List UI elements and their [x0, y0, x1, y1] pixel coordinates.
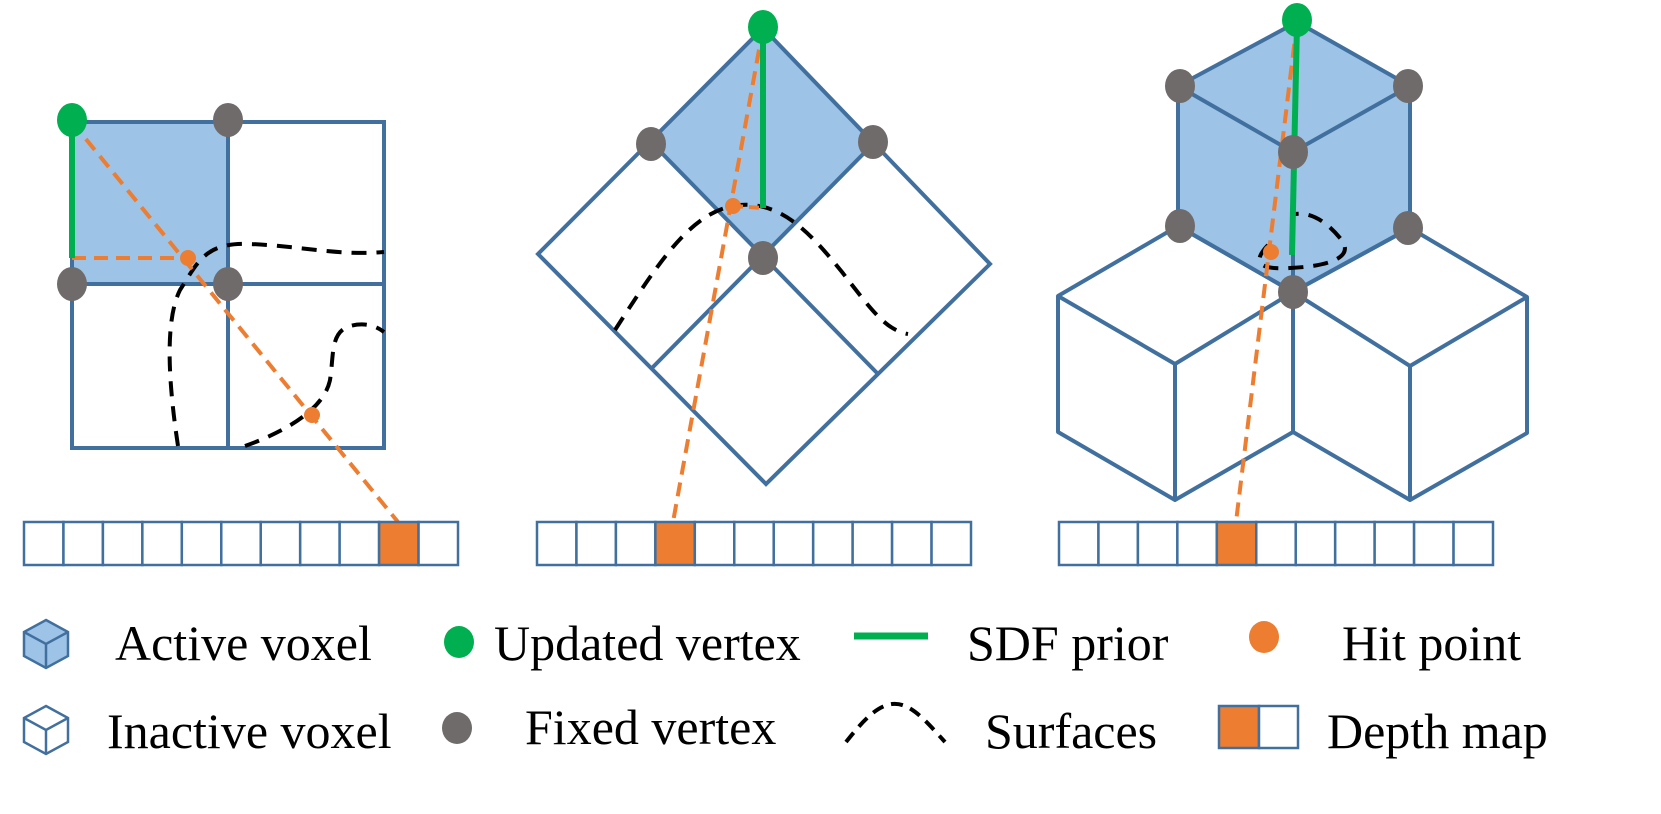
legend: Active voxel Updated vertex SDF prior Hi… [22, 615, 1548, 759]
depth-cell [1097, 520, 1140, 567]
dashed-curve-icon [844, 701, 947, 744]
depth-cell [338, 520, 381, 567]
fixed-vertex [748, 241, 778, 275]
surface-curve [613, 202, 909, 336]
depth-cell [22, 520, 65, 567]
cube-outline-icon [22, 704, 70, 756]
depth-cell [1057, 520, 1100, 567]
legend-label: Active voxel [115, 615, 372, 671]
depth-cell [1294, 520, 1337, 567]
depth-cell [1373, 520, 1416, 567]
fixed-vertex [57, 267, 87, 301]
fixed-vertex [1278, 135, 1308, 169]
depth-map [1057, 520, 1495, 567]
depth-cell [1412, 520, 1455, 567]
fixed-vertex [213, 103, 243, 137]
fixed-vertex [1278, 275, 1308, 309]
fixed-vertex [636, 127, 666, 161]
depth-cell [259, 520, 302, 567]
depth-cell [930, 520, 973, 567]
updated-vertex [57, 103, 87, 137]
legend-inactive-voxel: Inactive voxel [22, 703, 392, 759]
gray-dot-icon [442, 712, 472, 744]
depth-map-icon [1217, 704, 1300, 750]
depth-cell [693, 520, 736, 567]
legend-label: Depth map [1327, 703, 1548, 759]
legend-label: Inactive voxel [107, 703, 392, 759]
hit-point [1263, 244, 1279, 260]
depth-cell [772, 520, 815, 567]
legend-label: SDF prior [967, 615, 1169, 671]
depth-cell [811, 520, 854, 567]
depth-cell [851, 520, 894, 567]
fixed-vertex [858, 125, 888, 159]
legend-surfaces: Surfaces [844, 701, 1157, 759]
ray [1234, 21, 1299, 523]
depth-cell-hit [654, 520, 697, 567]
legend-active-voxel: Active voxel [22, 615, 372, 671]
hit-point [725, 198, 741, 214]
orange-dot-icon [1249, 621, 1279, 653]
panel-3d-cubes [1056, 3, 1529, 567]
depth-map [535, 520, 973, 567]
legend-fixed-vertex: Fixed vertex [442, 699, 776, 755]
depth-cell [1136, 520, 1179, 567]
depth-cell [1176, 520, 1219, 567]
depth-cell [417, 520, 460, 567]
green-dot-icon [444, 626, 474, 658]
hit-point [180, 250, 196, 266]
legend-label: Hit point [1342, 615, 1521, 671]
fixed-vertex [1165, 209, 1195, 243]
fixed-vertex [1393, 211, 1423, 245]
surface-curve [167, 241, 386, 448]
legend-label: Updated vertex [494, 615, 801, 671]
depth-cell [1333, 520, 1376, 567]
panel-rotated-grid [535, 10, 993, 567]
hit-point [304, 407, 320, 423]
depth-cell [298, 520, 341, 567]
ray [671, 27, 765, 523]
surface-curve [1257, 211, 1347, 271]
depth-cell [575, 520, 618, 567]
depth-cell [180, 520, 223, 567]
depth-cell [141, 520, 184, 567]
depth-cell [890, 520, 933, 567]
depth-cell [220, 520, 262, 567]
depth-cell [1255, 520, 1297, 567]
legend-label: Surfaces [985, 703, 1157, 759]
legend-hit-point: Hit point [1249, 615, 1521, 671]
legend-depth-map: Depth map [1217, 703, 1548, 759]
legend-label: Fixed vertex [525, 699, 776, 755]
depth-cell [101, 520, 144, 567]
fixed-vertex [1165, 69, 1195, 103]
depth-cell [733, 520, 775, 567]
cube-filled-icon [22, 618, 70, 670]
depth-cell [614, 520, 657, 567]
panel-2d-grid [22, 103, 460, 567]
depth-cell [62, 520, 105, 567]
depth-cell-hit [1215, 520, 1258, 567]
legend-updated-vertex: Updated vertex [444, 615, 801, 671]
legend-sdf-prior: SDF prior [854, 615, 1169, 671]
updated-vertex [1282, 3, 1312, 37]
depth-cell [535, 520, 578, 567]
fixed-vertex [1393, 69, 1423, 103]
depth-map [22, 520, 460, 567]
depth-cell [1452, 520, 1495, 567]
ray [70, 120, 400, 524]
updated-vertex [748, 10, 778, 44]
depth-cell-hit [377, 520, 420, 567]
fixed-vertex [213, 267, 243, 301]
